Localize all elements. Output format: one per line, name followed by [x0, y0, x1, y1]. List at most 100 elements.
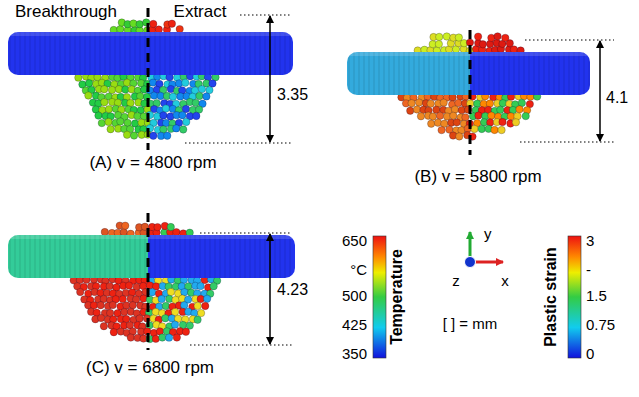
plate-particle-column [205, 32, 206, 75]
plate-particle-column [275, 235, 276, 278]
plate-particle-column [210, 235, 211, 278]
material-particle [479, 41, 486, 48]
material-particle [512, 119, 519, 126]
material-particle [136, 21, 143, 28]
material-particle [417, 113, 424, 120]
material-particle [181, 302, 188, 309]
plate-particle-column [170, 32, 171, 75]
plate-particle-column [180, 235, 181, 278]
plate-particle-column [155, 235, 156, 278]
material-particle [203, 93, 210, 100]
material-particle [429, 113, 436, 120]
plate-particle-column [105, 32, 106, 75]
plate-particle-column [110, 32, 111, 75]
plate-particle-column [175, 235, 176, 278]
plate-particle-column [80, 235, 81, 278]
material-particle [130, 132, 137, 139]
plate-particle-column [240, 235, 241, 278]
plate-particle-column [215, 32, 216, 75]
material-particle [502, 34, 509, 41]
material-particle [182, 328, 189, 335]
plate-particle-column [414, 52, 415, 95]
plate-particle-column [374, 52, 375, 95]
material-particle [192, 99, 199, 106]
plate-particle-column [519, 52, 520, 95]
colorbar-tick: 3 [586, 233, 594, 250]
material-particle [455, 34, 462, 41]
plate-right-half [470, 52, 590, 95]
dimension-extension [185, 142, 292, 143]
plate-particle-column [220, 32, 221, 75]
plate-particle-column [20, 32, 21, 75]
plate-left-half [347, 52, 470, 95]
plate-particle-column [424, 52, 425, 95]
material-particle [197, 282, 204, 289]
plate-particle-column [260, 32, 261, 75]
colorbar-tick: 1.5 [586, 288, 607, 305]
z-axis-dot [465, 257, 476, 268]
plate-particle-column [150, 32, 151, 75]
material-particle [167, 288, 174, 295]
plate-particle-column [255, 32, 256, 75]
plate-particle-column [489, 52, 490, 95]
plate-particle-column [135, 32, 136, 75]
material-particle [120, 229, 127, 236]
plate-particle-column [389, 52, 390, 95]
plate-particle-column [439, 52, 440, 95]
plate-particle-column [40, 235, 41, 278]
material-particle [154, 223, 161, 230]
plate-particle-column [584, 52, 585, 95]
plate-particle-column [50, 235, 51, 278]
plate-particle-column [220, 235, 221, 278]
plate-particle-column [140, 235, 141, 278]
plate-particle-column [549, 52, 550, 95]
plate-particle-column [285, 32, 286, 75]
material-particle [210, 282, 217, 289]
colorbar-unit: °C [350, 262, 367, 279]
material-particle [194, 302, 201, 309]
plate-particle-column [399, 52, 400, 95]
plate-particle-column [200, 235, 201, 278]
plate-particle-column [70, 32, 71, 75]
plate-particle-column [454, 52, 455, 95]
plate-particle-column [514, 52, 515, 95]
material-particle [169, 93, 176, 100]
plate-particle-column [125, 235, 126, 278]
section-divider [147, 213, 150, 350]
material-particle [499, 118, 506, 125]
plate-particle-column [210, 32, 211, 75]
y-axis-arrow [469, 232, 472, 258]
plate-particle-column [130, 235, 131, 278]
plate-particle-column [120, 235, 121, 278]
material-particle [150, 20, 157, 27]
plate-right-half [148, 32, 293, 75]
material-particle [427, 100, 434, 107]
material-particle [85, 92, 92, 99]
material-particle [180, 126, 187, 133]
plate-particle-column [225, 32, 226, 75]
dimension-extension [200, 232, 292, 233]
dimension-value: 4.1 [606, 89, 628, 107]
plate-particle-column [30, 32, 31, 75]
plate-particle-column [434, 52, 435, 95]
plate-particle-column [235, 32, 236, 75]
plate-particle-column [419, 52, 420, 95]
plate-particle-column [15, 32, 16, 75]
material-particle [167, 223, 174, 230]
plate-particle-column [429, 52, 430, 95]
plate-particle-column [85, 32, 86, 75]
plate-particle-column [65, 235, 66, 278]
plate-particle-column [45, 32, 46, 75]
material-particle [117, 25, 124, 32]
strain-colorbar [568, 236, 581, 358]
plate-particle-column [55, 32, 56, 75]
material-particle [164, 132, 171, 139]
material-particle [209, 80, 216, 87]
plate-top-rim [8, 32, 293, 36]
material-particle [436, 112, 443, 119]
plate-particle-column [260, 235, 261, 278]
material-particle [152, 335, 159, 342]
plate-particle-column [135, 235, 136, 278]
material-particle [136, 315, 143, 322]
